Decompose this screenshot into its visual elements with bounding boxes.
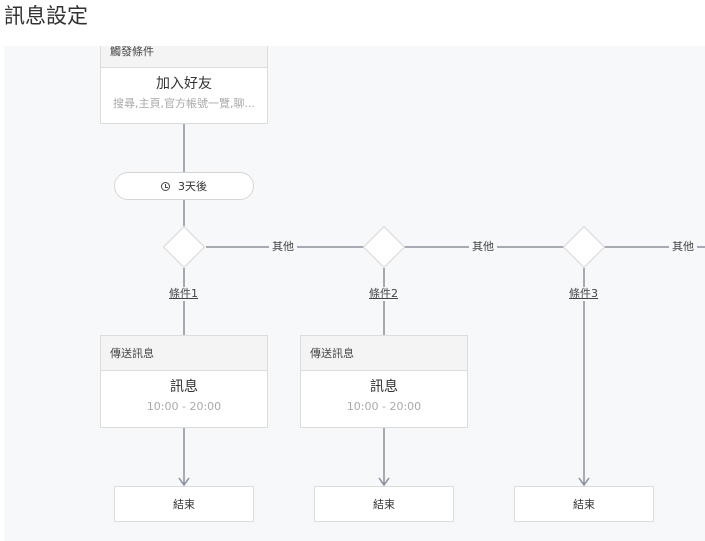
other-label-1[interactable]: 其他 — [269, 240, 297, 254]
message-time: 10:00 - 20:00 — [146, 400, 222, 413]
delay-pill[interactable]: 3天後 — [114, 172, 254, 200]
arrow-end3 — [578, 477, 590, 487]
condition-link-2[interactable]: 條件2 — [369, 287, 398, 301]
send-message-card-1[interactable]: 傳送訊息 訊息 10:00 - 20:00 — [100, 335, 268, 428]
arrow-end2 — [378, 477, 390, 487]
end-label: 結束 — [573, 498, 595, 511]
flow-canvas: 觸發條件 加入好友 搜尋,主頁,官方帳號一覽,聊... 3天後 其他 其他 其他… — [4, 46, 705, 541]
trigger-card[interactable]: 觸發條件 加入好友 搜尋,主頁,官方帳號一覽,聊... — [100, 46, 268, 124]
send-message-card-header: 傳送訊息 — [101, 336, 267, 371]
end-box-1[interactable]: 結束 — [114, 486, 254, 522]
clock-icon — [161, 181, 170, 191]
message-time: 10:00 - 20:00 — [346, 400, 422, 413]
trigger-card-title: 加入好友 — [156, 76, 212, 92]
send-message-card-header: 傳送訊息 — [301, 336, 467, 371]
end-label: 結束 — [173, 498, 195, 511]
send-message-card-2[interactable]: 傳送訊息 訊息 10:00 - 20:00 — [300, 335, 468, 428]
end-box-3[interactable]: 結束 — [514, 486, 654, 522]
message-title: 訊息 — [170, 379, 198, 395]
arrow-end1 — [178, 477, 190, 487]
other-label-3[interactable]: 其他 — [669, 240, 697, 254]
page-title: 訊息設定 — [4, 4, 88, 28]
message-title: 訊息 — [370, 379, 398, 395]
other-label-2[interactable]: 其他 — [469, 240, 497, 254]
condition-link-3[interactable]: 條件3 — [569, 287, 598, 301]
trigger-card-header: 觸發條件 — [101, 46, 267, 68]
delay-label: 3天後 — [178, 180, 207, 193]
end-label: 結束 — [373, 498, 395, 511]
trigger-card-subtitle: 搜尋,主頁,官方帳號一覽,聊... — [113, 97, 255, 110]
condition-link-1[interactable]: 條件1 — [169, 287, 198, 301]
end-box-2[interactable]: 結束 — [314, 486, 454, 522]
